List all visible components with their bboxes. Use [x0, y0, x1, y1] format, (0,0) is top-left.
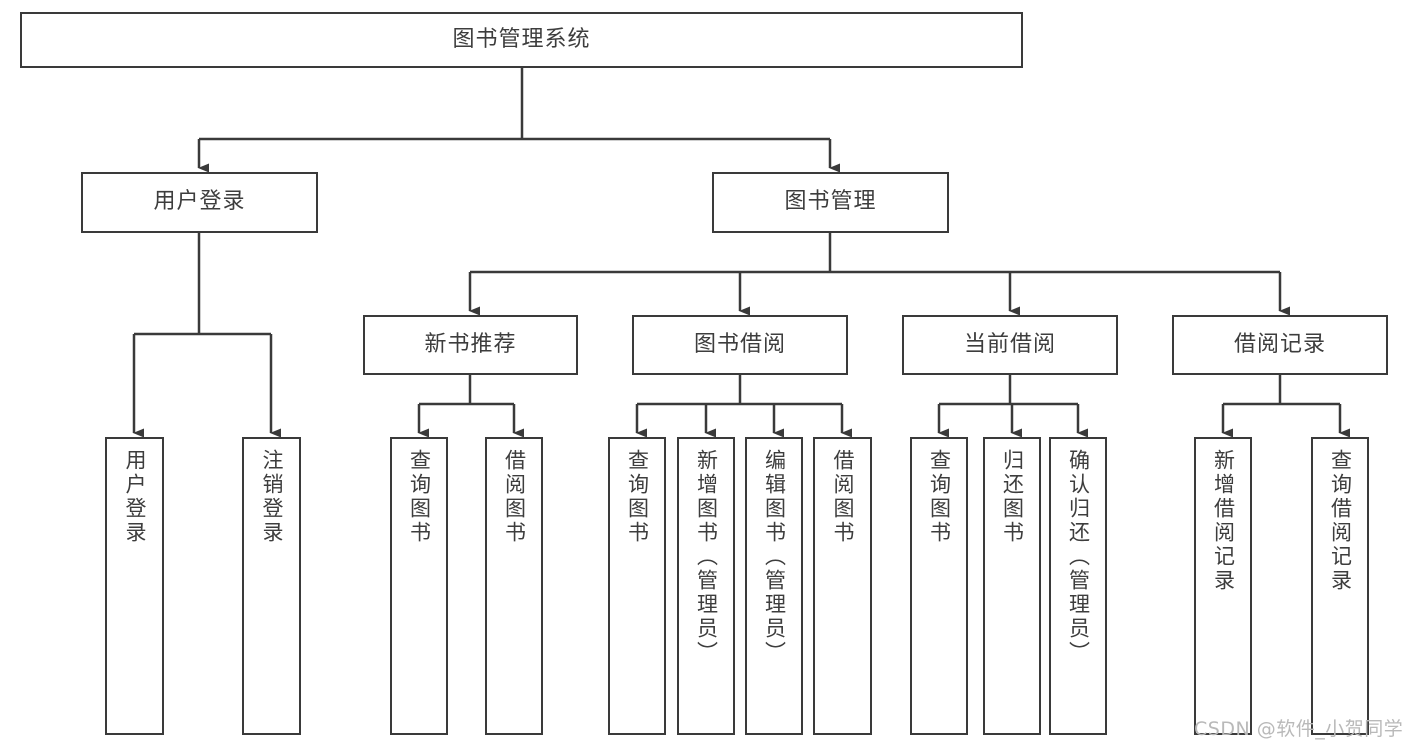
node-label-root: 图书管理系统 — [452, 26, 591, 52]
node-book-borrow[interactable]: 图书借阅 — [632, 315, 848, 375]
node-label-leaf-borrow-book-1: 借阅图书 — [502, 449, 527, 545]
node-current-borrow[interactable]: 当前借阅 — [902, 315, 1118, 375]
node-label-book-borrow: 图书借阅 — [693, 331, 786, 357]
node-leaf-edit-book[interactable]: 编辑图书（管理员） — [745, 437, 803, 735]
node-label-leaf-return-book: 归还图书 — [1000, 449, 1025, 545]
node-leaf-borrow-book-2[interactable]: 借阅图书 — [813, 437, 872, 735]
node-user-login[interactable]: 用户登录 — [81, 172, 318, 233]
node-label-leaf-borrow-book-2: 借阅图书 — [831, 449, 855, 545]
node-leaf-query-book-1[interactable]: 查询图书 — [390, 437, 448, 735]
node-leaf-logout[interactable]: 注销登录 — [242, 437, 301, 735]
node-label-new-book-rec: 新书推荐 — [424, 331, 517, 357]
node-label-leaf-edit-book: 编辑图书（管理员） — [762, 449, 787, 665]
node-leaf-query-book-3[interactable]: 查询图书 — [910, 437, 968, 735]
node-label-leaf-query-book-1: 查询图书 — [407, 449, 432, 545]
node-leaf-user-login[interactable]: 用户登录 — [105, 437, 164, 735]
node-root[interactable]: 图书管理系统 — [20, 12, 1023, 68]
node-label-user-login: 用户登录 — [153, 189, 246, 215]
node-label-borrow-record: 借阅记录 — [1233, 331, 1326, 357]
node-leaf-borrow-book-1[interactable]: 借阅图书 — [485, 437, 543, 735]
node-book-manage[interactable]: 图书管理 — [712, 172, 949, 233]
node-label-leaf-add-record: 新增借阅记录 — [1211, 449, 1236, 593]
node-label-leaf-logout: 注销登录 — [260, 449, 284, 545]
csdn-watermark: CSDN @软件_小贺同学 — [1194, 718, 1404, 740]
node-leaf-add-book[interactable]: 新增图书（管理员） — [677, 437, 735, 735]
node-leaf-query-record[interactable]: 查询借阅记录 — [1311, 437, 1369, 735]
node-label-leaf-query-book-3: 查询图书 — [927, 449, 952, 545]
node-label-leaf-add-book: 新增图书（管理员） — [694, 449, 719, 665]
node-new-book-rec[interactable]: 新书推荐 — [363, 315, 578, 375]
node-label-leaf-confirm-return: 确认归还（管理员） — [1066, 449, 1091, 665]
node-leaf-query-book-2[interactable]: 查询图书 — [608, 437, 666, 735]
node-leaf-confirm-return[interactable]: 确认归还（管理员） — [1049, 437, 1107, 735]
node-leaf-add-record[interactable]: 新增借阅记录 — [1194, 437, 1252, 735]
node-label-leaf-query-book-2: 查询图书 — [625, 449, 650, 545]
node-label-current-borrow: 当前借阅 — [963, 331, 1056, 357]
node-label-leaf-query-record: 查询借阅记录 — [1328, 449, 1353, 593]
node-label-book-manage: 图书管理 — [784, 189, 877, 215]
node-leaf-return-book[interactable]: 归还图书 — [983, 437, 1041, 735]
node-label-leaf-user-login: 用户登录 — [123, 449, 147, 545]
node-borrow-record[interactable]: 借阅记录 — [1172, 315, 1388, 375]
